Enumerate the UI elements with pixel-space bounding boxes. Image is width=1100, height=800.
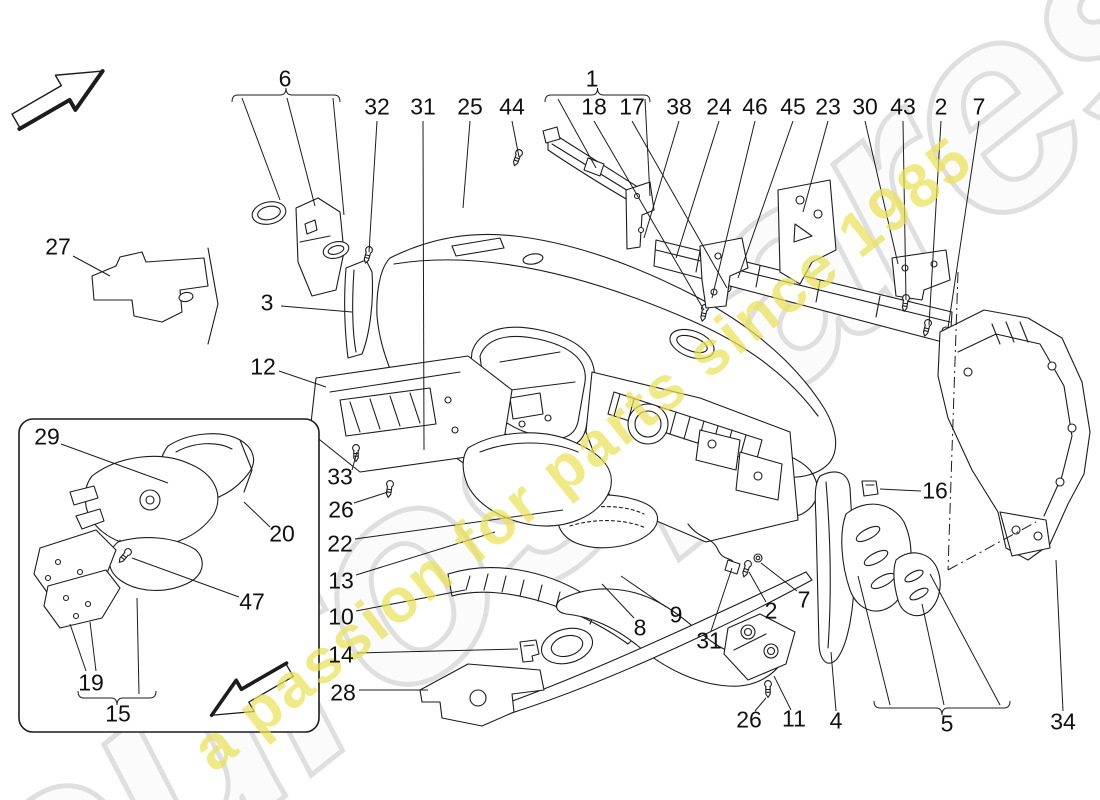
part-drawing-speaker-grilles-5 bbox=[841, 503, 941, 617]
part-callout[interactable]: 25 bbox=[457, 93, 483, 120]
part-drawing-glovebox-12 bbox=[309, 355, 513, 499]
part-drawing-steering-column-29 bbox=[69, 455, 219, 569]
part-callout[interactable]: 31 bbox=[696, 627, 722, 654]
part-callout[interactable]: 31 bbox=[410, 93, 436, 120]
section-chevron bbox=[207, 247, 219, 345]
direction-arrow-up-right-icon bbox=[3, 51, 115, 141]
part-drawing-bracket-11 bbox=[723, 613, 796, 699]
part-callout[interactable]: 13 bbox=[328, 567, 354, 594]
part-callout[interactable]: 11 bbox=[782, 705, 806, 732]
part-callout[interactable]: 2 bbox=[764, 597, 778, 624]
part-callout[interactable]: 26 bbox=[736, 706, 762, 733]
part-callout[interactable]: 19 bbox=[78, 669, 104, 696]
part-callout[interactable]: 2 bbox=[934, 93, 948, 120]
part-callout[interactable]: 33 bbox=[327, 463, 353, 490]
part-callout[interactable]: 45 bbox=[780, 93, 806, 120]
part-callout[interactable]: 38 bbox=[666, 93, 692, 120]
leader-lines bbox=[60, 87, 1064, 716]
part-callout[interactable]: 12 bbox=[250, 353, 276, 380]
part-callout[interactable]: 6 bbox=[278, 65, 292, 92]
part-callout[interactable]: 34 bbox=[1050, 708, 1076, 735]
part-drawing-gasket-27 bbox=[91, 251, 209, 323]
part-drawing-gasket-28 bbox=[419, 663, 545, 727]
part-callout[interactable]: 8 bbox=[633, 614, 647, 641]
part-drawing-upper-beam-1 bbox=[542, 126, 732, 323]
part-callout[interactable]: 47 bbox=[239, 588, 265, 615]
part-callout[interactable]: 22 bbox=[327, 530, 353, 557]
part-callout[interactable]: 7 bbox=[972, 93, 986, 120]
part-drawing-side-bracket-34 bbox=[937, 309, 1091, 561]
part-callout[interactable]: 30 bbox=[852, 93, 878, 120]
part-drawing-clip-14 bbox=[519, 639, 540, 663]
part-callout[interactable]: 15 bbox=[105, 700, 131, 727]
part-callout[interactable]: 5 bbox=[940, 710, 954, 737]
part-callout[interactable]: 20 bbox=[269, 520, 295, 547]
part-drawing-lower-shroud bbox=[467, 571, 813, 725]
part-drawing-trim-strip-3 bbox=[344, 259, 374, 359]
part-callout[interactable]: 27 bbox=[45, 233, 71, 260]
part-callout[interactable]: 28 bbox=[330, 679, 356, 706]
part-callout[interactable]: 29 bbox=[34, 423, 60, 450]
part-callout[interactable]: 14 bbox=[328, 641, 354, 668]
part-callout[interactable]: 32 bbox=[364, 93, 390, 120]
part-callout[interactable]: 10 bbox=[328, 603, 354, 630]
part-callout[interactable]: 9 bbox=[669, 601, 683, 628]
part-callout[interactable]: 26 bbox=[328, 496, 354, 523]
part-callout[interactable]: 46 bbox=[742, 93, 768, 120]
part-callout[interactable]: 4 bbox=[829, 707, 843, 734]
part-callout[interactable]: 44 bbox=[499, 93, 525, 120]
part-drawing-hvac-assembly bbox=[585, 371, 879, 579]
part-callout[interactable]: 23 bbox=[815, 93, 841, 120]
part-callout[interactable]: 17 bbox=[619, 93, 645, 120]
part-drawing-lower-cover-15 bbox=[108, 537, 203, 591]
part-drawing-pillar-trims-6 bbox=[251, 197, 350, 297]
part-callout[interactable]: 24 bbox=[706, 93, 732, 120]
part-drawing-column-cowl-13 bbox=[462, 432, 612, 527]
drawing-layer bbox=[3, 51, 1091, 733]
part-drawing-bracket-plates-19 bbox=[33, 529, 121, 629]
part-callout[interactable]: 43 bbox=[890, 93, 916, 120]
part-callout[interactable]: 3 bbox=[260, 289, 274, 316]
part-callout[interactable]: 18 bbox=[581, 93, 607, 120]
part-callout[interactable]: 16 bbox=[922, 477, 948, 504]
part-callout[interactable]: 7 bbox=[797, 586, 811, 613]
part-callout[interactable]: 1 bbox=[585, 65, 599, 92]
